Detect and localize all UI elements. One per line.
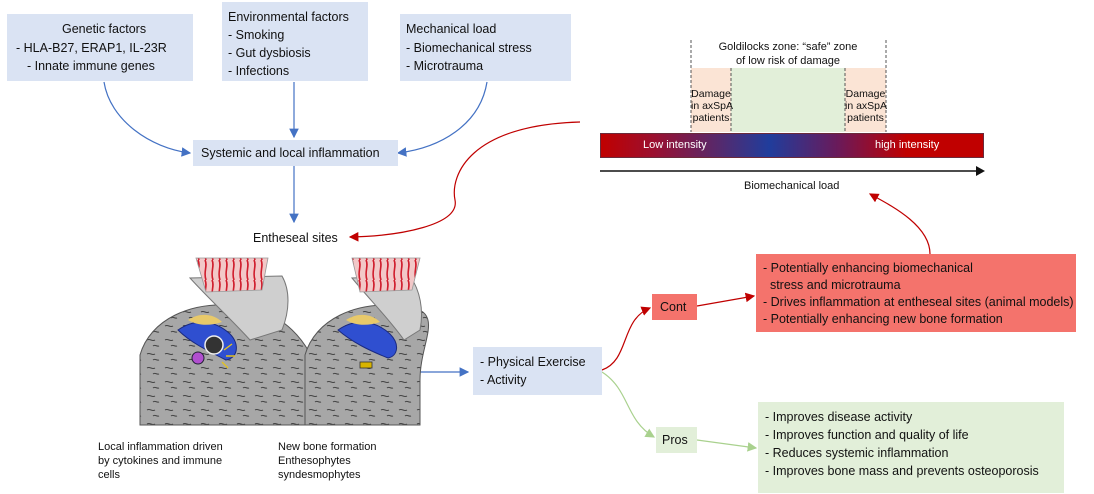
cont-item-2: stress and microtrauma: [763, 278, 901, 292]
arrow-exercise-to-pros: [601, 371, 656, 438]
damage-right-line-3: patients: [847, 112, 884, 124]
axis-arrowhead: [976, 166, 985, 176]
environmental-item-2: - Gut dysbiosis: [228, 46, 311, 60]
cont-item-1: - Potentially enhancing biomechanical: [763, 261, 973, 275]
genetic-factors-title: Genetic factors: [62, 22, 147, 36]
physical-exercise-item-1: - Physical Exercise: [480, 355, 586, 369]
damage-right-line-1: Damage: [845, 88, 886, 100]
cont-item-4: - Potentially enhancing new bone formati…: [763, 312, 1003, 326]
goldilocks-title: Goldilocks zone: “safe” zone of low risk…: [698, 40, 878, 68]
goldilocks-zone: [731, 68, 845, 132]
damage-left-label: Damage in axSpA patients: [691, 88, 734, 124]
arrow-cont-to-list: [696, 292, 756, 307]
caption-right-line-1: New bone formation: [278, 441, 377, 453]
cont-label-box: Cont: [652, 294, 697, 320]
damage-zone-right: [845, 68, 886, 132]
caption-right-line-2: Enthesophytes: [278, 455, 351, 467]
arrow-mechanical-to-inflammation: [396, 81, 488, 157]
arrow-exercise-to-cont: [601, 306, 652, 371]
damage-zone-left: [691, 68, 731, 132]
pros-item-1: - Improves disease activity: [765, 410, 913, 424]
environmental-factors-title: Environmental factors: [228, 10, 349, 24]
mechanical-load-box: Mechanical load - Biomechanical stress -…: [400, 14, 571, 81]
intensity-gradient-bar: Low intensity high intensity: [600, 133, 984, 158]
mechanical-item-2: - Microtrauma: [406, 59, 484, 73]
systemic-inflammation-box: Systemic and local inflammation: [193, 140, 398, 166]
arrow-cont-list-to-load: [868, 193, 931, 255]
pros-item-2: - Improves function and quality of life: [765, 428, 969, 442]
enthesis-left-image: [139, 257, 323, 426]
mechanical-load-title: Mechanical load: [406, 22, 497, 36]
pros-label: Pros: [662, 433, 688, 447]
environmental-item-3: - Infections: [228, 64, 290, 78]
damage-left-line-2: in axSpA: [691, 100, 734, 112]
caption-left-line-3: cells: [98, 469, 121, 481]
entheseal-sites-label: Entheseal sites: [253, 231, 338, 245]
high-intensity-label: high intensity: [875, 139, 940, 151]
mechanical-item-1: - Biomechanical stress: [406, 41, 532, 55]
caption-right: New bone formation Enthesophytes syndesm…: [278, 440, 376, 482]
damage-right-line-2: in axSpA: [845, 100, 888, 112]
genetic-item-1: - HLA-B27, ERAP1, IL-23R: [16, 41, 167, 55]
environmental-factors-box: Environmental factors - Smoking - Gut dy…: [222, 2, 368, 81]
pros-item-4: - Improves bone mass and prevents osteop…: [765, 464, 1039, 478]
cont-item-3: - Drives inflammation at entheseal sites…: [763, 295, 1074, 309]
physical-exercise-item-2: - Activity: [480, 373, 527, 387]
arrow-genetic-to-inflammation: [103, 81, 192, 157]
damage-left-line-3: patients: [692, 112, 730, 124]
cont-label: Cont: [660, 300, 687, 314]
caption-left-line-2: by cytokines and immune: [98, 455, 223, 467]
pros-list-box: - Improves disease activity - Improves f…: [758, 402, 1064, 493]
arrow-pros-to-list: [696, 439, 758, 452]
caption-right-line-3: syndesmophytes: [278, 469, 361, 481]
goldilocks-title-line-1: Goldilocks zone: “safe” zone: [718, 41, 858, 53]
low-intensity-label: Low intensity: [643, 139, 707, 151]
physical-exercise-box: - Physical Exercise - Activity: [473, 347, 602, 395]
pros-item-3: - Reduces systemic inflammation: [765, 446, 949, 460]
systemic-inflammation-label: Systemic and local inflammation: [201, 146, 380, 160]
genetic-item-2: - Innate immune genes: [27, 59, 155, 73]
damage-left-line-1: Damage: [691, 88, 731, 100]
biomechanical-load-label: Biomechanical load: [744, 180, 840, 192]
caption-left-line-1: Local inflammation driven: [98, 441, 223, 453]
caption-left: Local inflammation driven by cytokines a…: [98, 440, 223, 482]
genetic-factors-box: Genetic factors - HLA-B27, ERAP1, IL-23R…: [7, 14, 193, 81]
enthesis-right-image: [304, 257, 430, 426]
cont-list-box: - Potentially enhancing biomechanical st…: [756, 254, 1076, 332]
pros-label-box: Pros: [656, 427, 697, 453]
environmental-item-1: - Smoking: [228, 28, 285, 42]
goldilocks-title-line-2: of low risk of damage: [736, 55, 840, 67]
damage-right-label: Damage in axSpA patients: [845, 88, 888, 124]
